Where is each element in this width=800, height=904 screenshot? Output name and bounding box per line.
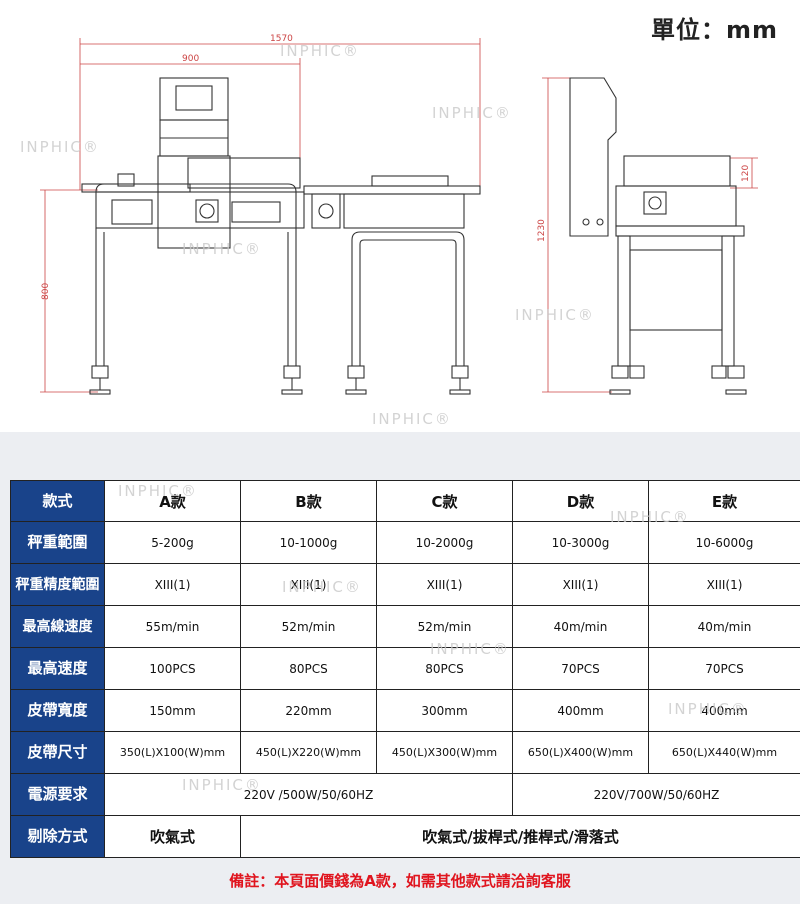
dim-total-height: 1230 <box>537 219 547 242</box>
row-label-max-speed: 最高速度 <box>10 647 105 690</box>
footnote: 備註：本頁面價錢為A款，如需其他款式請洽詢客服 <box>229 872 571 890</box>
dim-overall-length: 1570 <box>270 34 293 44</box>
unit-label: 單位：mm <box>650 16 778 44</box>
table-cell: XIII(1) <box>512 563 649 606</box>
table-cell: XIII(1) <box>648 563 800 606</box>
dim-height: 800 <box>41 283 51 300</box>
table-cell: 650(L)X440(W)mm <box>648 731 800 774</box>
watermark: INPHIC® <box>515 306 595 324</box>
table-cell: 10-6000g <box>648 521 800 564</box>
table-cell: 70PCS <box>648 647 800 690</box>
table-row: 秤重範圍 5-200g 10-1000g 10-2000g 10-3000g 1… <box>10 521 800 564</box>
table-cell: XIII(1) <box>104 563 241 606</box>
header-model-c: C款 <box>376 480 513 522</box>
watermark: INPHIC® <box>372 410 452 428</box>
row-label-line-speed: 最高線速度 <box>10 605 105 648</box>
header-model-b: B款 <box>240 480 377 522</box>
table-header-row: 款式 A款 B款 C款 D款 E款 <box>10 480 800 522</box>
table-cell: XIII(1) <box>376 563 513 606</box>
watermark: INPHIC® <box>430 640 510 658</box>
table-cell-power-abc: 220V /500W/50/60HZ <box>104 773 513 816</box>
watermark: INPHIC® <box>668 700 748 718</box>
table-cell: 650(L)X400(W)mm <box>512 731 649 774</box>
table-cell: 40m/min <box>512 605 649 648</box>
header-model: 款式 <box>10 480 105 522</box>
machine-line-drawing: 1570 900 800 1230 120 <box>40 34 758 395</box>
watermark: INPHIC® <box>280 42 360 60</box>
watermark: INPHIC® <box>610 508 690 526</box>
row-label-reject: 剔除方式 <box>10 815 105 858</box>
machine-drawing: 1570 900 800 1230 120 單位：mm INPHIC® INPH… <box>0 0 800 432</box>
table-cell: 10-2000g <box>376 521 513 564</box>
table-cell: 52m/min <box>376 605 513 648</box>
table-cell: 150mm <box>104 689 241 732</box>
table-cell: 55m/min <box>104 605 241 648</box>
row-label-weigh-range: 秤重範圍 <box>10 521 105 564</box>
table-cell: 10-1000g <box>240 521 377 564</box>
row-label-belt-size: 皮帶尺寸 <box>10 731 105 774</box>
table-cell: 10-3000g <box>512 521 649 564</box>
table-row: 剔除方式 吹氣式 吹氣式/拔桿式/推桿式/滑落式 <box>10 815 800 858</box>
spec-table: 款式 A款 B款 C款 D款 E款 秤重範圍 5-200g 10-1000g 1… <box>10 480 800 858</box>
table-cell: 70PCS <box>512 647 649 690</box>
row-label-precision: 秤重精度範圍 <box>10 563 105 606</box>
table-row: 皮帶尺寸 350(L)X100(W)mm 450(L)X220(W)mm 450… <box>10 731 800 774</box>
table-row: 最高線速度 55m/min 52m/min 52m/min 40m/min 40… <box>10 605 800 648</box>
spec-table-section: 款式 A款 B款 C款 D款 E款 秤重範圍 5-200g 10-1000g 1… <box>0 432 800 904</box>
row-label-belt-width: 皮帶寬度 <box>10 689 105 732</box>
table-row: 電源要求 220V /500W/50/60HZ 220V/700W/50/60H… <box>10 773 800 816</box>
table-cell: 80PCS <box>240 647 377 690</box>
table-cell: 300mm <box>376 689 513 732</box>
table-cell-reject-other: 吹氣式/拔桿式/推桿式/滑落式 <box>240 815 800 858</box>
header-model-a: A款 <box>104 480 241 522</box>
watermark: INPHIC® <box>182 776 262 794</box>
table-cell: 450(L)X300(W)mm <box>376 731 513 774</box>
watermark: INPHIC® <box>282 578 362 596</box>
table-row: 最高速度 100PCS 80PCS 80PCS 70PCS 70PCS <box>10 647 800 690</box>
table-cell: 350(L)X100(W)mm <box>104 731 241 774</box>
table-cell: 400mm <box>512 689 649 732</box>
header-model-d: D款 <box>512 480 649 522</box>
table-cell-reject-a: 吹氣式 <box>104 815 241 858</box>
watermark: INPHIC® <box>20 138 100 156</box>
table-cell: 52m/min <box>240 605 377 648</box>
table-cell: 100PCS <box>104 647 241 690</box>
table-cell: 40m/min <box>648 605 800 648</box>
table-cell: 80PCS <box>376 647 513 690</box>
table-cell-power-de: 220V/700W/50/60HZ <box>512 773 800 816</box>
watermark: INPHIC® <box>182 240 262 258</box>
table-cell: 5-200g <box>104 521 241 564</box>
watermark: INPHIC® <box>118 482 198 500</box>
dim-side-height: 120 <box>741 165 751 182</box>
watermark: INPHIC® <box>432 104 512 122</box>
table-row: 秤重精度範圍 XIII(1) XIII(1) XIII(1) XIII(1) X… <box>10 563 800 606</box>
table-cell: 220mm <box>240 689 377 732</box>
table-cell: 450(L)X220(W)mm <box>240 731 377 774</box>
row-label-power: 電源要求 <box>10 773 105 816</box>
dim-top-width: 900 <box>182 54 199 64</box>
